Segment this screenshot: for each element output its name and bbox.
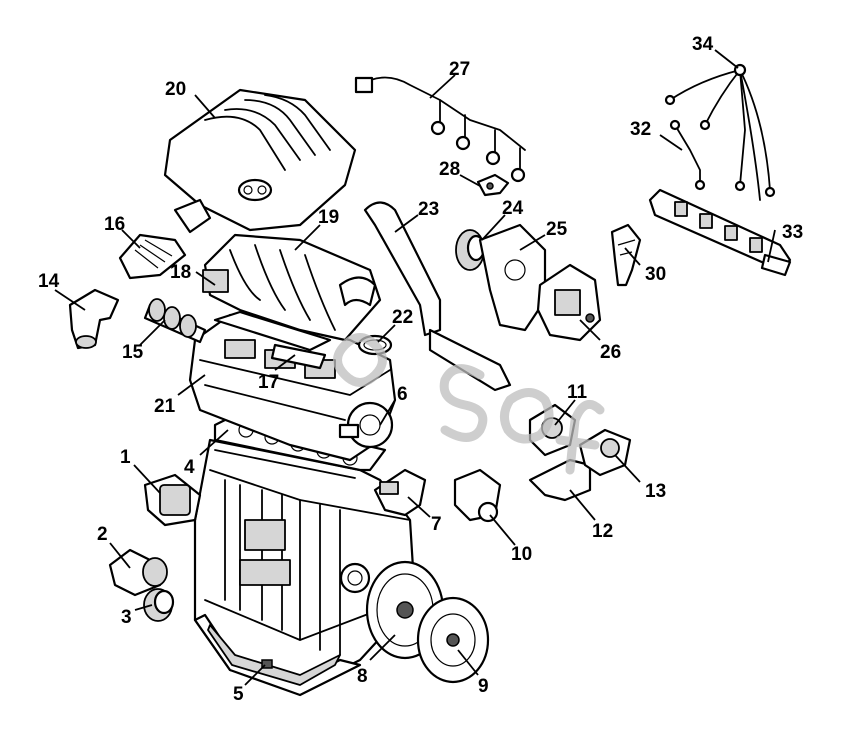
callout-1: 1 bbox=[120, 447, 131, 468]
engine-cover bbox=[163, 88, 357, 232]
callout-12: 12 bbox=[592, 521, 613, 542]
callout-28: 28 bbox=[439, 159, 460, 180]
air-intake-hose bbox=[118, 198, 212, 280]
oil-filter-cap bbox=[143, 588, 175, 622]
clutch-disc bbox=[416, 596, 490, 684]
high-pressure-pump bbox=[536, 263, 602, 342]
callout-5: 5 bbox=[233, 684, 244, 705]
callout-3: 3 bbox=[121, 607, 132, 628]
callout-4: 4 bbox=[184, 457, 195, 478]
callout-9: 9 bbox=[478, 676, 489, 697]
camshaft bbox=[143, 298, 207, 344]
engine-block bbox=[193, 438, 417, 692]
watermark-logo bbox=[333, 333, 605, 475]
callout-33: 33 bbox=[782, 222, 803, 243]
fuel-pipe bbox=[669, 119, 706, 191]
engine-mount-bracket-12 bbox=[528, 458, 592, 502]
callout-25: 25 bbox=[546, 219, 568, 240]
callout-21: 21 bbox=[154, 396, 176, 417]
leader-lines bbox=[54, 49, 776, 686]
injector bbox=[610, 223, 642, 287]
callout-34: 34 bbox=[692, 34, 714, 55]
callout-10: 10 bbox=[511, 544, 532, 565]
injector-wiring-harness bbox=[354, 76, 526, 183]
callout-2: 2 bbox=[97, 524, 108, 545]
callout-15: 15 bbox=[122, 342, 144, 363]
thermostat-housing bbox=[373, 468, 427, 517]
timing-cover bbox=[478, 223, 547, 332]
callout-30: 30 bbox=[645, 264, 666, 285]
intake-manifold bbox=[202, 233, 382, 342]
oil-filter-housing bbox=[143, 473, 202, 527]
coolant-hose bbox=[363, 201, 512, 392]
water-outlet bbox=[453, 468, 502, 523]
oil-sump bbox=[193, 613, 362, 697]
sensor bbox=[476, 173, 510, 197]
callout-22: 22 bbox=[392, 307, 413, 328]
callout-17: 17 bbox=[258, 372, 279, 393]
callout-24: 24 bbox=[502, 198, 524, 219]
callout-26: 26 bbox=[600, 342, 621, 363]
callout-11: 11 bbox=[567, 382, 588, 403]
callout-32: 32 bbox=[630, 119, 651, 140]
callout-23: 23 bbox=[418, 199, 439, 220]
callout-7: 7 bbox=[431, 514, 442, 535]
air-intake-elbow bbox=[68, 288, 120, 350]
callout-14: 14 bbox=[38, 271, 60, 292]
callout-8: 8 bbox=[357, 666, 368, 687]
fuel-rail bbox=[648, 188, 792, 277]
callout-6: 6 bbox=[397, 384, 408, 405]
high-pressure-pipes bbox=[664, 63, 776, 201]
callout-labels: 1 2 3 4 5 6 7 8 9 10 11 12 13 14 15 16 1… bbox=[38, 34, 803, 705]
cam-cover-gasket bbox=[213, 310, 332, 370]
callout-18: 18 bbox=[170, 262, 191, 283]
callout-20: 20 bbox=[165, 79, 186, 100]
callout-19: 19 bbox=[318, 207, 339, 228]
callout-16: 16 bbox=[104, 214, 125, 235]
callout-13: 13 bbox=[645, 481, 666, 502]
timing-pulley bbox=[455, 229, 486, 271]
callout-27: 27 bbox=[449, 59, 470, 80]
